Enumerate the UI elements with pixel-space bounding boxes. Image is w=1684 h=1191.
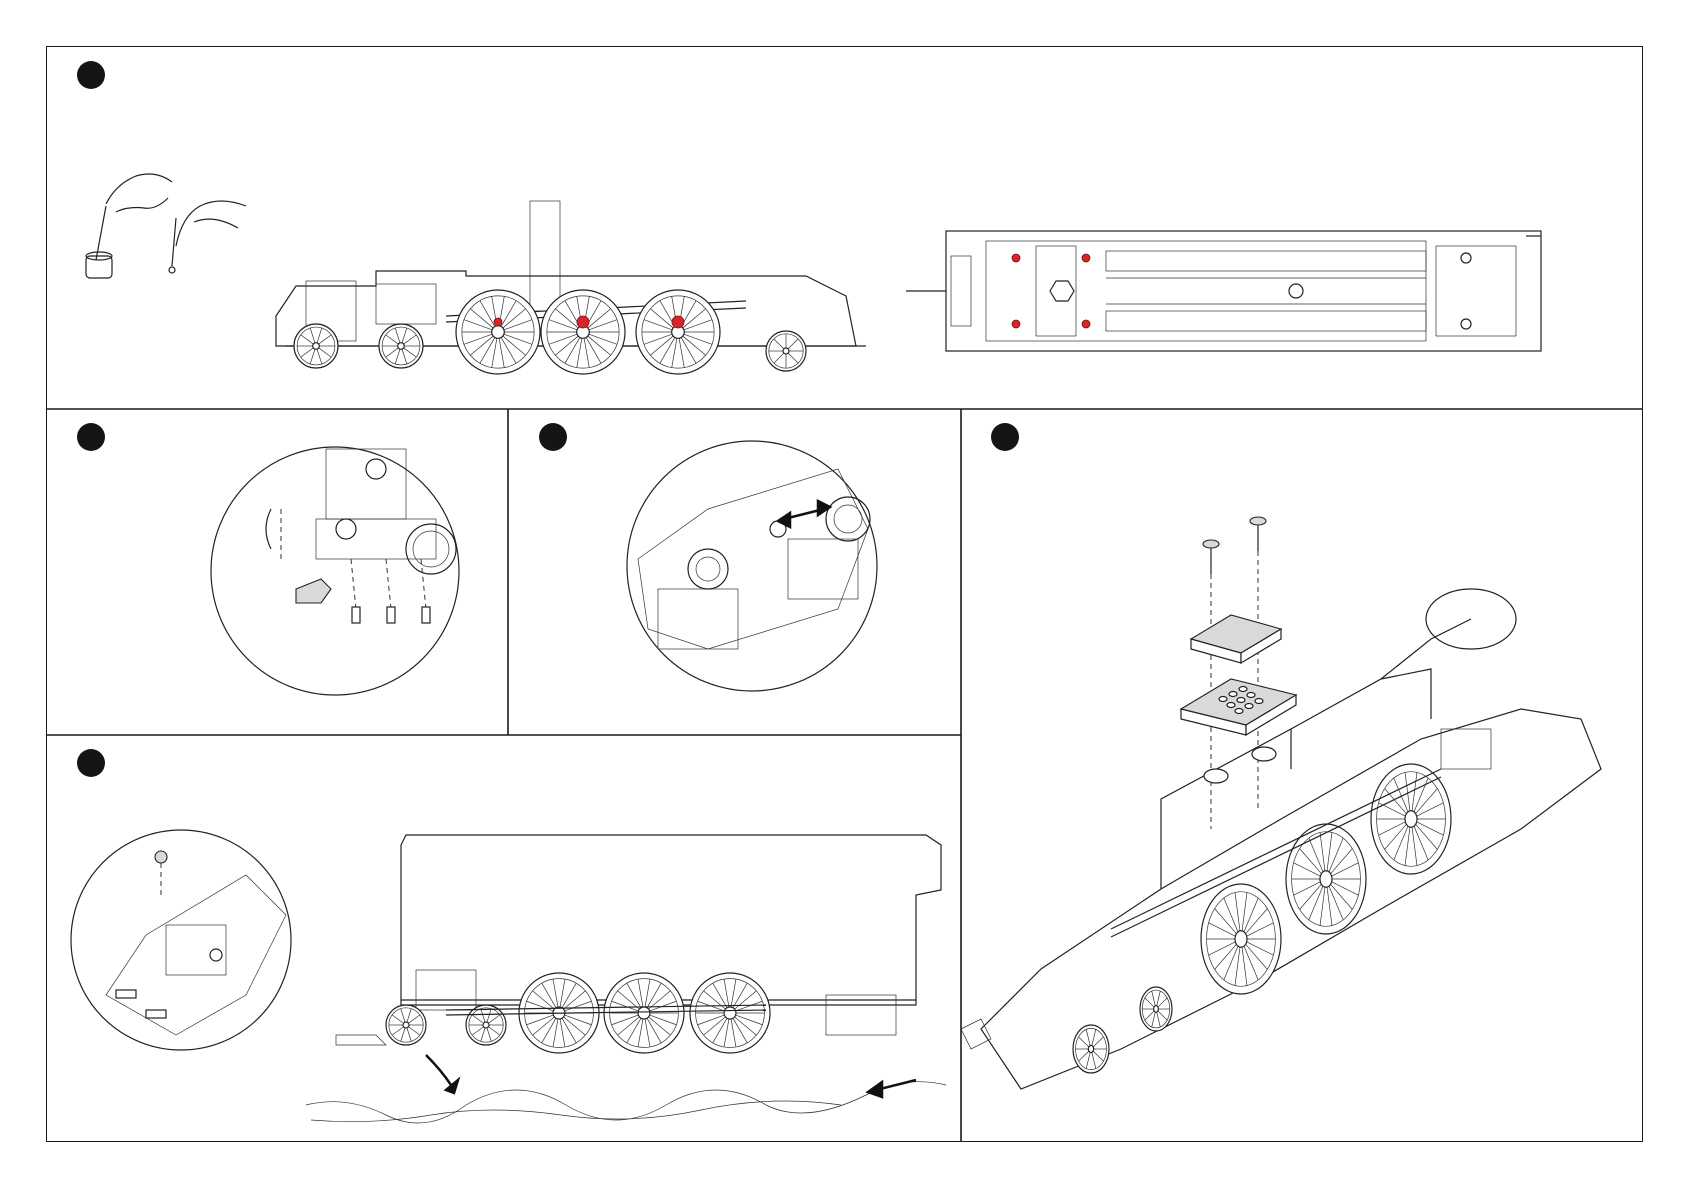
panel-dividers [0,0,1684,1191]
instruction-sheet [0,0,1684,1191]
